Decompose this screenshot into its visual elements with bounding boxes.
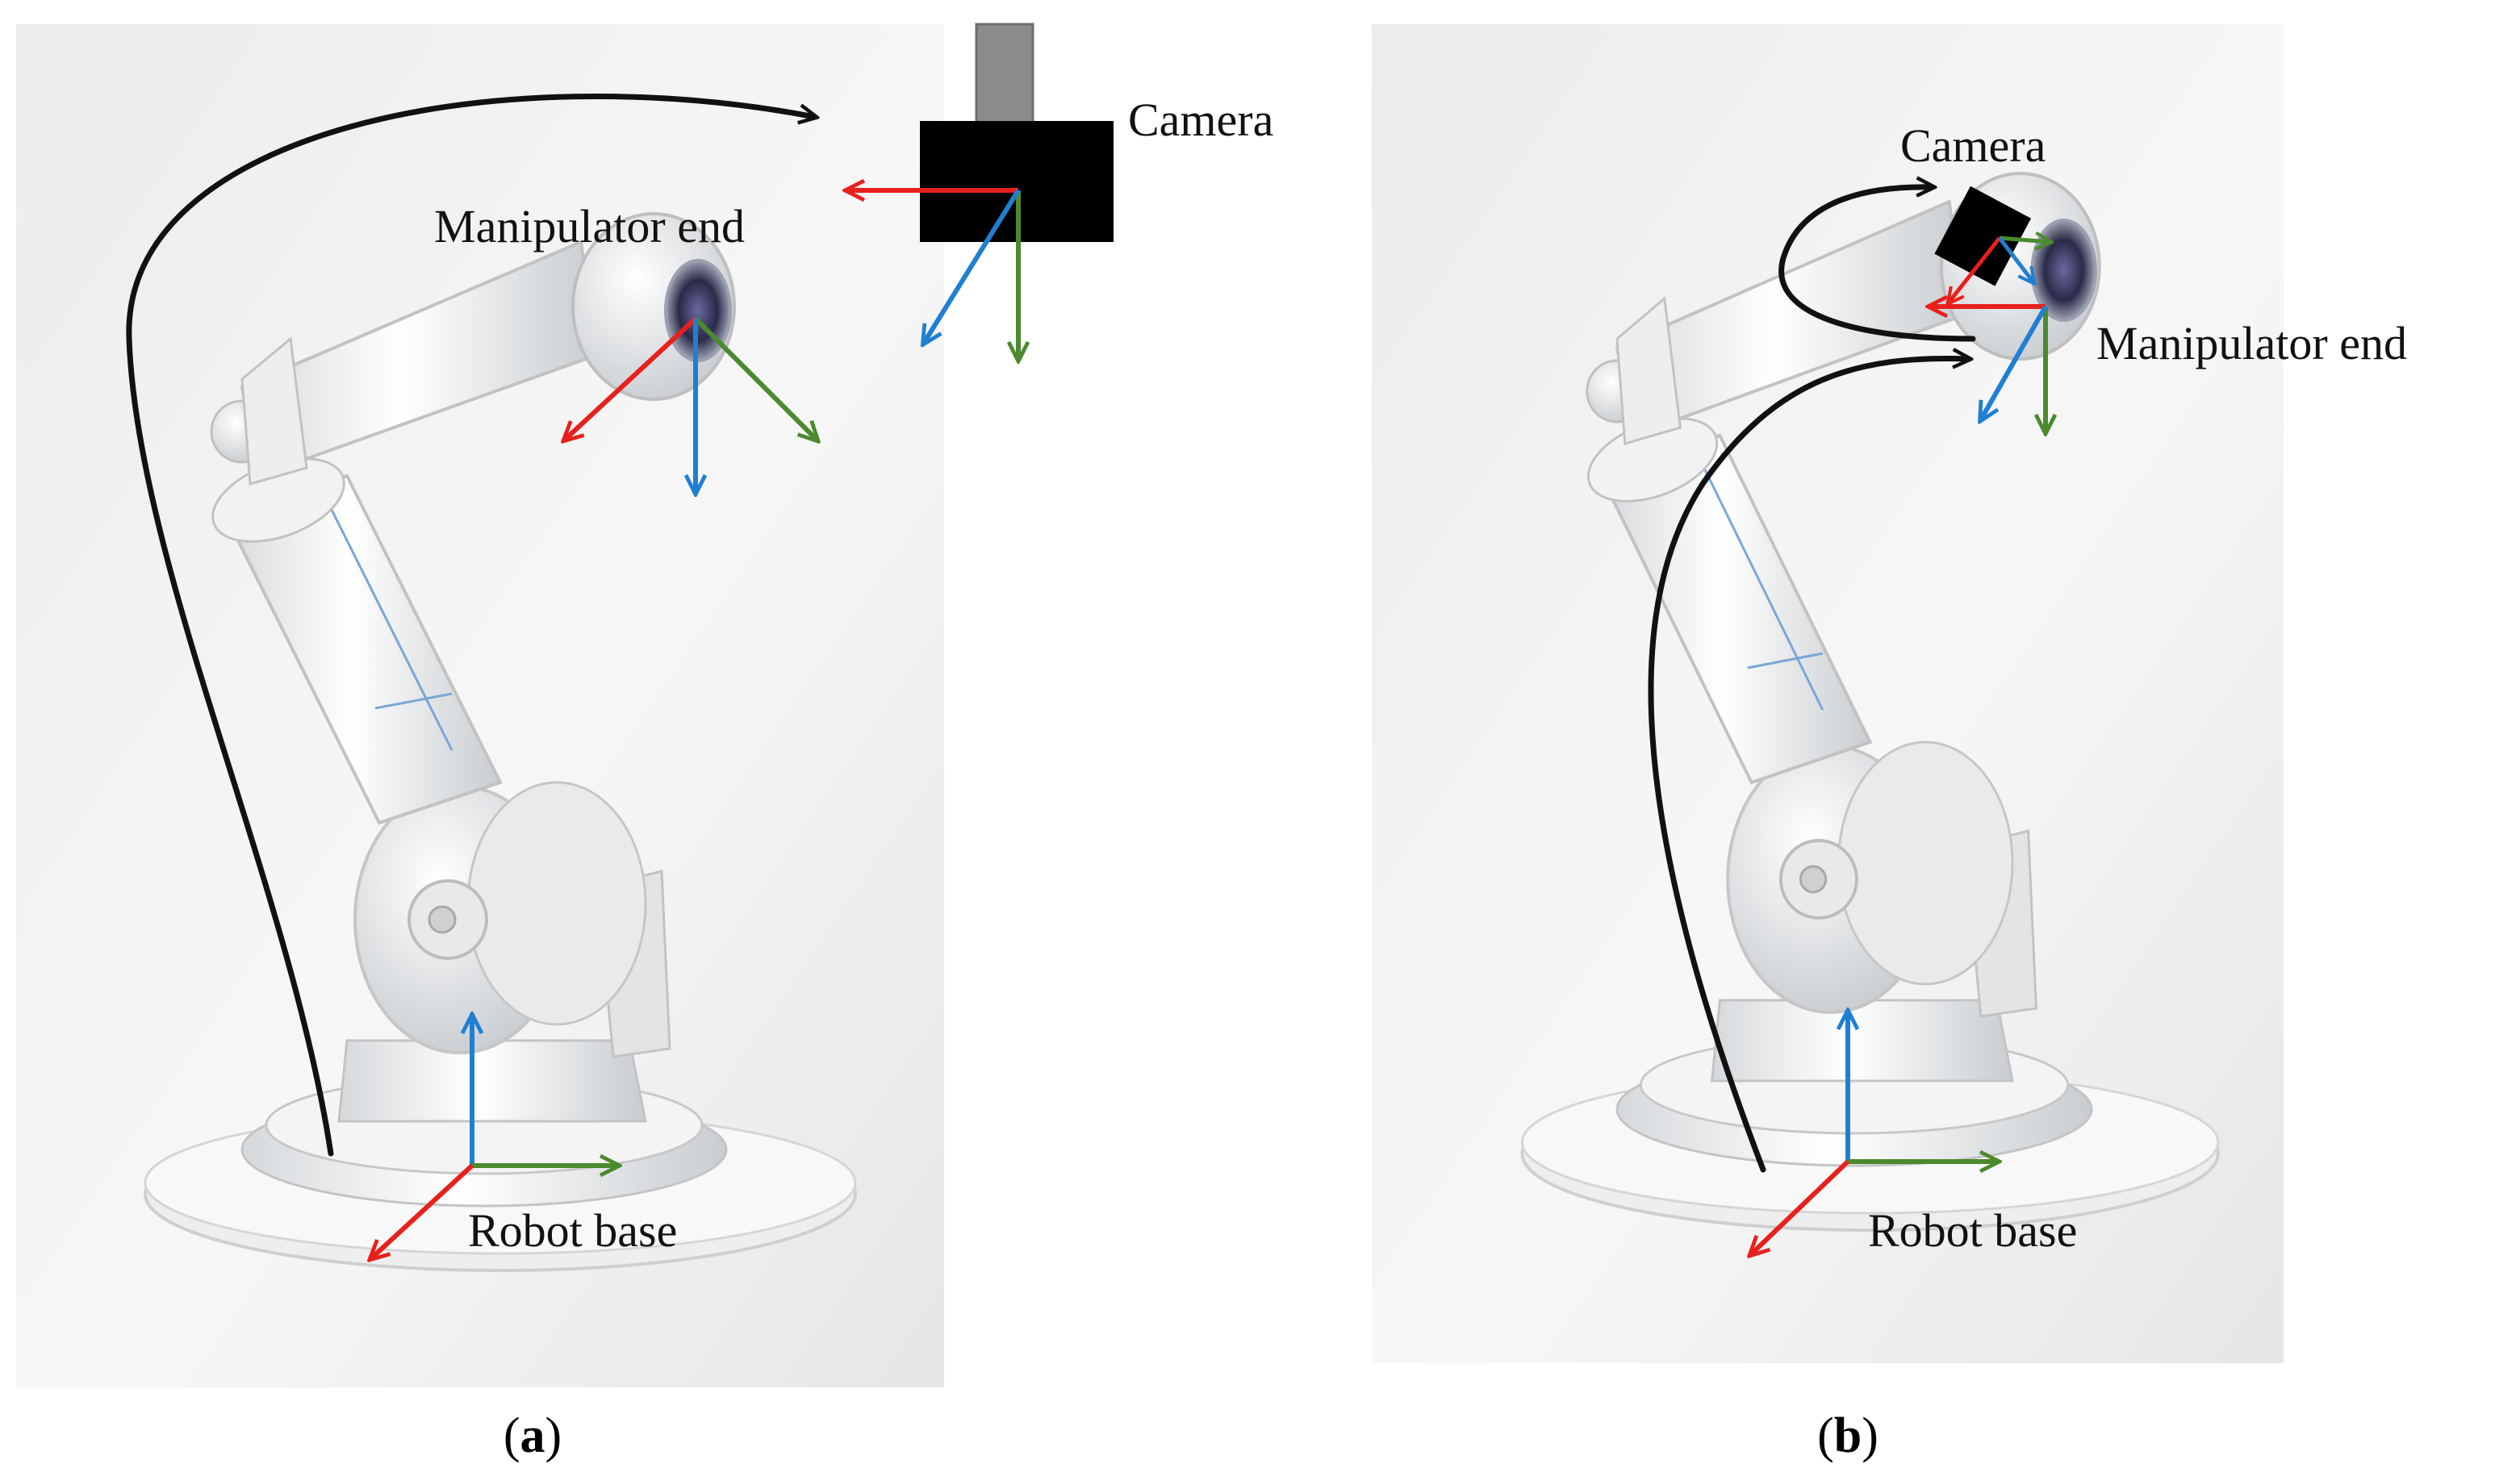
panel-a-caption: (a) [504, 1408, 562, 1463]
panel-b-trajectory-arrow [1648, 358, 1969, 1173]
panel-a-end-x-axis [565, 316, 698, 440]
panel-b-hand-eye-loop-arrow [1778, 187, 1976, 342]
panel-b-caption: (b) [1817, 1408, 1879, 1463]
panel-b-robot-base-label: Robot base [1868, 1204, 2077, 1257]
panel-a-trajectory-arrow [126, 94, 815, 1157]
panel-a-camera-label: Camera [1128, 94, 1273, 146]
panel-a-robot-base-label: Robot base [468, 1204, 677, 1257]
panel-b-camera-label: Camera [1900, 119, 2046, 172]
panel-b-camera-z-axis [1998, 236, 2033, 282]
panel-b-manipulator-end-label: Manipulator end [2096, 317, 2407, 369]
panel-a: Camera Manipulator end Robot base (a) [16, 23, 1273, 1463]
panel-a-manipulator-end-label: Manipulator end [434, 200, 745, 252]
panel-b-camera-y-axis [1999, 238, 2050, 242]
panel-a-base-x-axis [371, 1163, 474, 1258]
panel-b-end-z-axis [1981, 305, 2048, 419]
panel-b-base-x-axis [1751, 1159, 1850, 1254]
panel-b-camera-x-axis [1949, 236, 2001, 302]
panel-a-camera-z-axis [924, 189, 1021, 343]
panel-a-end-y-axis [693, 316, 817, 440]
panel-b-camera-body [1934, 186, 2032, 286]
panel-b: Camera Manipulator end Robot base (b) [1372, 24, 2407, 1463]
